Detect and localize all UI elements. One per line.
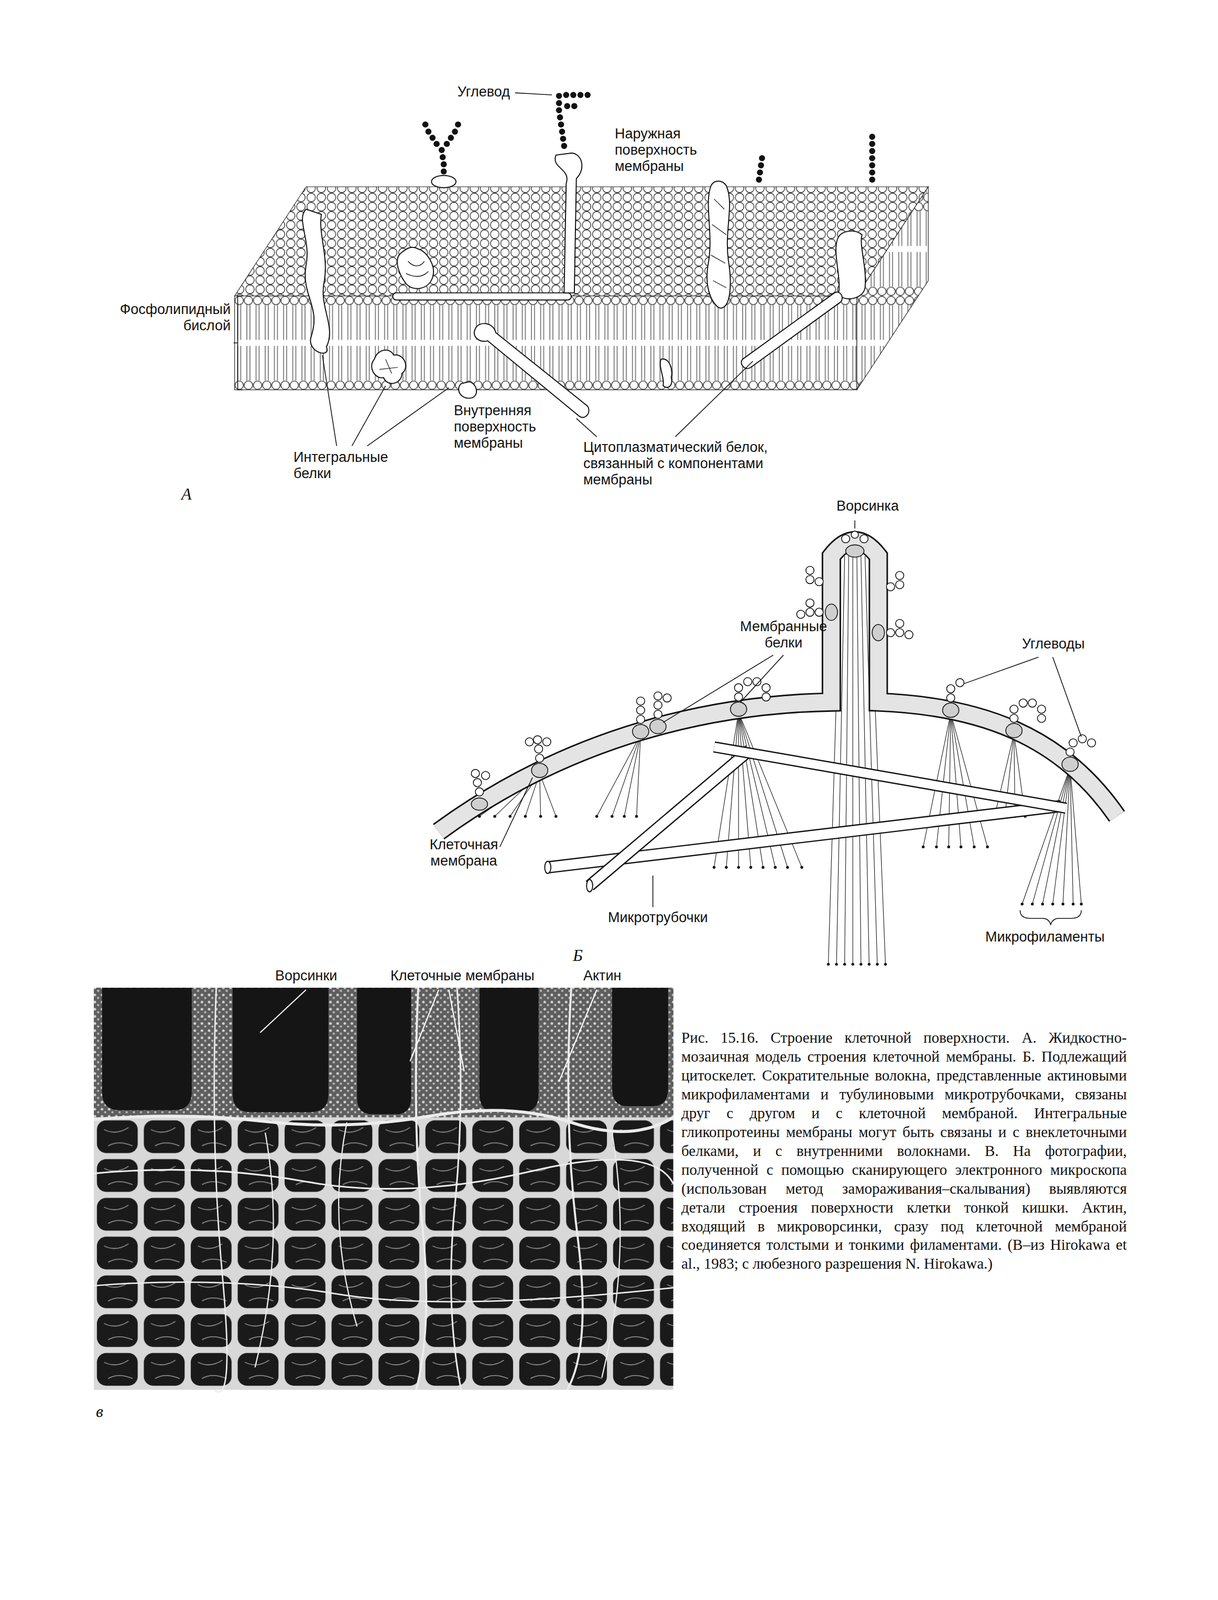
- filament-end: [736, 865, 740, 869]
- microfilament: [1070, 767, 1082, 905]
- part-label: Углевод: [405, 83, 510, 101]
- microfilament: [624, 734, 641, 817]
- filament-end: [834, 962, 838, 966]
- microfilament: [852, 556, 854, 965]
- part-label: Ворсинка: [836, 497, 899, 515]
- part-label: Микротрубочки: [607, 909, 709, 926]
- part-label: Клеточная мембрана: [419, 836, 509, 869]
- filament-end: [851, 962, 854, 966]
- filament-end: [867, 962, 871, 966]
- micrograph: [93, 987, 674, 1392]
- microfilament: [950, 713, 975, 847]
- filament-end: [859, 962, 863, 966]
- filament-end: [947, 845, 950, 848]
- filament-end: [875, 962, 879, 966]
- filament-end: [800, 865, 803, 869]
- filament-end: [554, 814, 558, 818]
- filament-end: [959, 845, 963, 848]
- filament-end: [622, 814, 626, 818]
- part-label: Интегральные белки: [293, 449, 399, 482]
- filament-end: [985, 845, 989, 848]
- filament-end: [774, 865, 777, 869]
- part-label: Фосфолипидный бислой: [102, 301, 231, 334]
- microfilament: [1062, 767, 1071, 905]
- part-label: Ворсинки: [275, 967, 337, 984]
- filament-end: [712, 865, 716, 869]
- microfilament: [844, 556, 850, 965]
- filament-end: [1040, 902, 1044, 906]
- filament-end: [539, 814, 542, 818]
- filament-end: [921, 845, 925, 848]
- filament-end: [508, 814, 511, 818]
- filament-end: [749, 865, 753, 869]
- filament-end: [724, 865, 728, 869]
- microfilament: [861, 556, 870, 965]
- microfilament: [1032, 767, 1071, 905]
- filament-end: [524, 814, 527, 818]
- filament-end: [761, 865, 765, 869]
- filament-end: [786, 865, 789, 869]
- microfilament: [1052, 767, 1071, 905]
- panel-letter: в: [95, 1401, 104, 1421]
- panel-letter: Б: [572, 945, 583, 965]
- cytoskeleton: [438, 530, 1117, 966]
- filament-end: [843, 962, 846, 966]
- filament-end: [1079, 902, 1083, 906]
- filament-end: [1061, 902, 1064, 906]
- leader-lines: [499, 520, 1082, 925]
- part-label: Наружная поверхность мембраны: [614, 125, 731, 175]
- part-label: Мембранные белки: [733, 618, 834, 651]
- figure-caption: Рис. 15.16. Строение клеточной поверхнос…: [681, 1028, 1127, 1274]
- part-label: Внутренняя поверхность мембраны: [453, 402, 575, 452]
- part-label: Микрофиламенты: [985, 928, 1105, 945]
- microfilament: [948, 713, 951, 847]
- microfilament: [950, 713, 961, 847]
- filament-end: [972, 845, 976, 848]
- filament-end: [635, 814, 638, 818]
- part-label: Цитоплазматический белок, связанный с ко…: [583, 439, 793, 488]
- part-label: Клеточные мембраны: [390, 967, 535, 984]
- filament-end: [1030, 902, 1034, 906]
- filament-end: [1020, 902, 1024, 906]
- leader-lines: [233, 92, 754, 446]
- microfilament: [856, 556, 862, 965]
- membrane-model: [234, 91, 929, 418]
- filament-end: [610, 814, 614, 818]
- filament-end: [884, 962, 887, 966]
- filament-end: [595, 814, 598, 818]
- filament-end: [1051, 902, 1054, 906]
- filament-end: [1071, 902, 1075, 906]
- part-label: Актин: [583, 967, 622, 984]
- microfilament: [936, 713, 951, 847]
- filament-end: [827, 962, 830, 966]
- microfilament: [950, 713, 988, 847]
- microfilament: [636, 734, 641, 817]
- panel-letter: А: [181, 484, 192, 504]
- microfilament: [1042, 767, 1071, 905]
- filament-end: [493, 814, 496, 818]
- microfilament: [1021, 767, 1070, 905]
- filament-end: [934, 845, 938, 848]
- part-label: Углеводы: [1021, 635, 1085, 652]
